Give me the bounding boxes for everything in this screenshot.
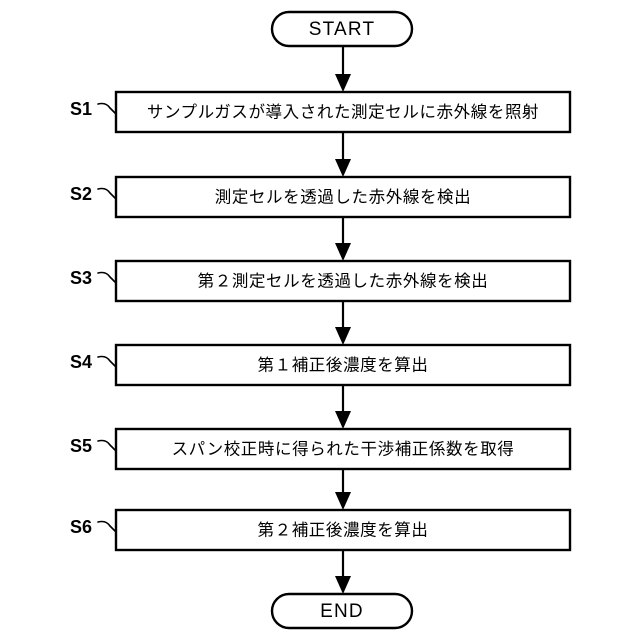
step-leader-s4: S4 xyxy=(70,352,117,372)
step-label-s5: S5 xyxy=(70,436,92,456)
end-node[interactable]: END xyxy=(270,592,414,630)
start-node[interactable]: START xyxy=(270,10,414,48)
arrow-head-icon xyxy=(335,576,351,594)
arrow-head-icon xyxy=(335,492,351,510)
start-label: START xyxy=(309,19,376,40)
step-leader-s2: S2 xyxy=(70,184,117,204)
step-node-s5[interactable]: スパン校正時に得られた干渉補正係数を取得 xyxy=(114,427,572,471)
step-node-s2[interactable]: 測定セルを透過した赤外線を検出 xyxy=(114,175,572,219)
step-text-s4: 第１補正後濃度を算出 xyxy=(258,356,429,375)
arrow-head-icon xyxy=(335,411,351,429)
end-shape xyxy=(270,592,414,630)
step-node-s6[interactable]: 第２補正後濃度を算出 xyxy=(114,508,572,552)
step-box-s3 xyxy=(114,259,572,303)
connector-s2-s3 xyxy=(335,217,351,261)
step-label-s1: S1 xyxy=(70,99,92,119)
leader-line-s5 xyxy=(97,439,117,452)
step-node-s3[interactable]: 第２測定セルを透過した赤外線を検出 xyxy=(114,259,572,303)
step-node-s1[interactable]: サンプルガスが導入された測定セルに赤外線を照射 xyxy=(114,90,572,134)
leader-line-s4 xyxy=(97,355,117,368)
leader-line-s6 xyxy=(97,520,117,533)
step-node-s4[interactable]: 第１補正後濃度を算出 xyxy=(114,343,572,387)
step-text-s2: 測定セルを透過した赤外線を検出 xyxy=(215,188,472,207)
step-label-s4: S4 xyxy=(70,352,92,372)
step-label-s2: S2 xyxy=(70,184,92,204)
step-box-s1 xyxy=(114,90,572,134)
step-label-s6: S6 xyxy=(70,517,92,537)
step-text-s5: スパン校正時に得られた干渉補正係数を取得 xyxy=(172,440,515,459)
step-label-s3: S3 xyxy=(70,268,92,288)
leader-line-s1 xyxy=(97,102,117,115)
connector-s1-s2 xyxy=(335,132,351,177)
connector-s4-s5 xyxy=(335,385,351,429)
arrow-head-icon xyxy=(335,74,351,92)
connector-start-s1 xyxy=(335,46,351,92)
end-label: END xyxy=(320,601,364,622)
step-leader-s3: S3 xyxy=(70,268,117,288)
step-text-s6: 第２補正後濃度を算出 xyxy=(258,521,429,540)
connector-s3-s4 xyxy=(335,301,351,345)
step-text-s3: 第２測定セルを透過した赤外線を検出 xyxy=(198,272,489,291)
connector-s6-end xyxy=(335,550,351,594)
step-leader-s5: S5 xyxy=(70,436,117,456)
arrow-head-icon xyxy=(335,327,351,345)
step-leader-s6: S6 xyxy=(70,517,117,537)
leader-line-s2 xyxy=(97,187,117,200)
arrow-head-icon xyxy=(335,243,351,261)
leader-line-s3 xyxy=(97,271,117,284)
arrow-head-icon xyxy=(335,159,351,177)
step-leader-s1: S1 xyxy=(70,99,117,119)
step-text-s1: サンプルガスが導入された測定セルに赤外線を照射 xyxy=(147,103,539,122)
connector-s5-s6 xyxy=(335,469,351,510)
